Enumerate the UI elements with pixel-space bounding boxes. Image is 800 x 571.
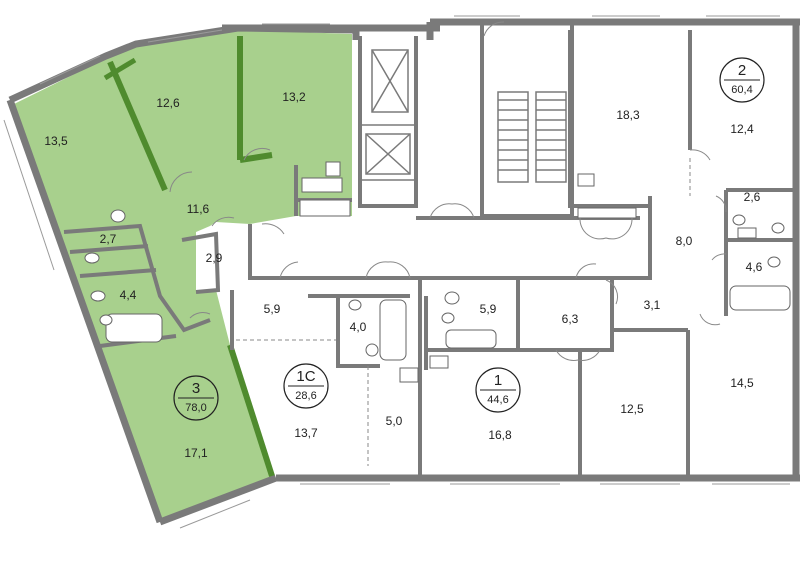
room-area: 3,1	[644, 298, 661, 312]
outer-walls	[6, 18, 800, 526]
apartment-badge-1c[interactable]: 1С 28,6	[283, 363, 329, 409]
apartment-badge-2[interactable]: 2 60,4	[719, 57, 765, 103]
room-area: 2,6	[744, 190, 761, 204]
apartment-number: 2	[738, 62, 746, 79]
room-area: 8,0	[676, 234, 693, 248]
room-area: 12,5	[620, 402, 644, 416]
room-area: 2,9	[206, 251, 223, 265]
apartment-number: 3	[192, 380, 200, 397]
room-area: 4,0	[350, 320, 367, 334]
room-area: 6,3	[562, 312, 579, 326]
room-area: 18,3	[616, 108, 640, 122]
apartment-number: 1	[494, 372, 502, 389]
room-area: 5,9	[480, 302, 497, 316]
room-area: 12,4	[730, 122, 754, 136]
room-area: 13,7	[294, 426, 318, 440]
room-area: 5,0	[386, 414, 403, 428]
zone-lines	[236, 158, 691, 466]
fixtures	[84, 161, 791, 383]
windows	[3, 15, 790, 529]
apartment-3-walls	[103, 36, 275, 477]
room-area: 4,6	[746, 260, 763, 274]
stairs	[365, 49, 567, 183]
room-area: 13,2	[282, 90, 306, 104]
apartment-area: 60,4	[731, 84, 752, 96]
doors	[169, 21, 727, 361]
room-area: 4,4	[120, 288, 137, 302]
apartment-area: 44,6	[487, 394, 508, 406]
apartment-area: 78,0	[185, 402, 206, 414]
apartment-3-area[interactable]	[14, 30, 352, 520]
room-area: 16,8	[488, 428, 512, 442]
room-area: 11,6	[187, 202, 210, 216]
room-area: 2,7	[100, 232, 117, 246]
room-labels: 13,5 12,6 13,2 11,6 2,7 2,9 4,4 17,1 5,9…	[44, 90, 762, 460]
apartment-badge-3[interactable]: 3 78,0	[173, 375, 219, 421]
apartment-badge-1[interactable]: 1 44,6	[475, 367, 521, 413]
apartment-3-upper	[14, 30, 352, 520]
room-area: 5,9	[264, 302, 281, 316]
room-area: 17,1	[184, 446, 208, 460]
room-area: 13,5	[44, 134, 68, 148]
apartment-area: 28,6	[295, 390, 316, 402]
apartment-number: 1С	[296, 368, 315, 385]
room-area: 14,5	[730, 376, 754, 390]
room-area: 12,6	[156, 96, 180, 110]
